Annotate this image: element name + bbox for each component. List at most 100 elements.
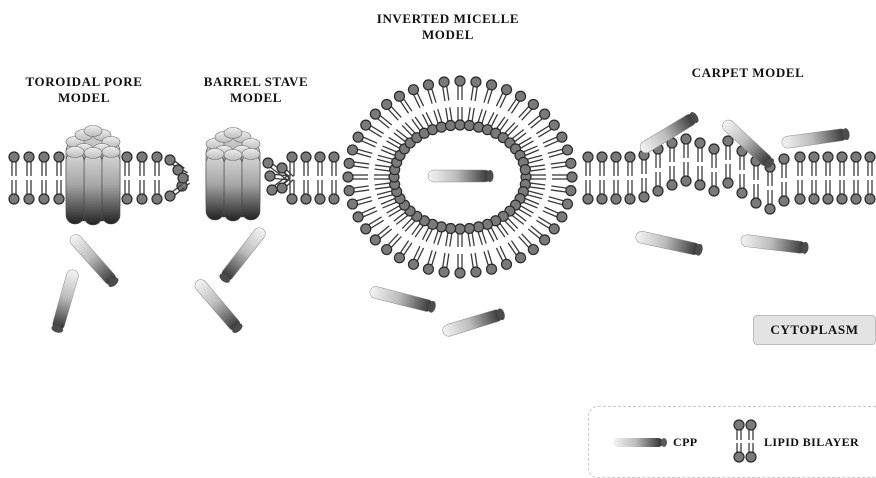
lipid [736, 174, 748, 199]
micelle-outer-lipid [518, 98, 539, 121]
cpp-carpet-surface [722, 119, 775, 169]
legend-lipid-bottom [745, 443, 757, 463]
lipid [276, 176, 294, 194]
carpet-label-text: CARPET MODEL [691, 65, 805, 80]
legend-lipid-swatch [733, 419, 757, 463]
lipid [808, 180, 820, 205]
pore-layer [65, 125, 261, 226]
toroidal-label-line2: MODEL [57, 90, 111, 105]
cpp-peptide [740, 234, 809, 254]
micelle-outer-lipid [352, 206, 378, 223]
micelle-outer-lipid [422, 250, 437, 275]
lipid [822, 151, 834, 176]
micelle-label-line1: INVERTED MICELLE [376, 11, 520, 26]
micelle-inner-lipid [445, 107, 457, 132]
micelle-inner-lipid [514, 145, 540, 161]
lipid [836, 180, 848, 205]
cpp-peptide [442, 308, 505, 337]
lipid [38, 180, 50, 205]
lipid [314, 151, 326, 176]
lipid [121, 180, 133, 205]
micelle-outer-lipid [342, 171, 368, 183]
lipid [164, 154, 185, 173]
lipid [328, 151, 340, 176]
cpp-peptide [369, 286, 436, 313]
cytoplasm-box: CYTOPLASM [753, 315, 876, 345]
micelle-inner-lipid [376, 154, 403, 168]
lipid [722, 135, 734, 160]
legend-graphics [613, 419, 757, 463]
cpp-peptide [635, 231, 703, 256]
lipid [764, 190, 776, 215]
micelle-inner-lipid [411, 116, 430, 139]
micelle-inner-lipid [519, 178, 546, 191]
lipid [151, 151, 163, 176]
micelle-outer-lipid [536, 119, 560, 138]
micelle-outer-lipid [393, 90, 413, 114]
micelle-outer-lipid [470, 76, 482, 102]
micelle-outer-lipid [483, 79, 498, 104]
micelle-outer-lipid [552, 171, 578, 183]
lipid [836, 151, 848, 176]
lipid [262, 157, 290, 181]
cpp-peptide [194, 279, 243, 333]
micelle-inner-lipid [454, 107, 466, 131]
lipid [136, 180, 148, 205]
micelle-outer-lipid [507, 90, 527, 114]
lipid [794, 180, 806, 205]
cpp-in-micelle [427, 169, 494, 183]
lipid [151, 180, 163, 205]
micelle-outer-lipid [393, 240, 413, 264]
carpet-model-label: CARPET MODEL [668, 65, 828, 81]
micelle-outer-lipid [343, 157, 370, 169]
micelle-inner-lipid [433, 109, 448, 133]
micelle-inner-lipid [472, 109, 487, 133]
micelle-outer-lipid [352, 131, 378, 148]
lipid [610, 180, 622, 205]
lipid [8, 151, 20, 176]
toroidal-pore-bundle [65, 125, 121, 226]
micelle-inner-lipid [433, 221, 448, 245]
micelle-outer-lipid [343, 185, 370, 197]
lipid [722, 164, 734, 189]
micelle-outer-lipid [454, 75, 466, 100]
cpp-peptide [219, 227, 266, 283]
micelle-outer-lipid [550, 157, 577, 169]
lipid [53, 180, 65, 205]
micelle-outer-lipid [422, 79, 437, 104]
lipid [8, 180, 20, 205]
micelle-outer-lipid [527, 108, 551, 129]
barrel-label-line1: BARREL STAVE [203, 74, 309, 89]
lipid [164, 183, 185, 202]
lipid [794, 151, 806, 176]
micelle-outer-lipid [542, 206, 568, 223]
micelle-outer-lipid [507, 240, 527, 264]
micelle-outer-lipid [369, 225, 393, 246]
micelle-outer-lipid [360, 119, 384, 138]
lipid [136, 151, 148, 176]
micelle-outer-lipid [470, 252, 482, 278]
micelle-outer-lipid [547, 144, 574, 158]
micelle-inner-lipid [454, 223, 466, 247]
lipid [596, 180, 608, 205]
micelle-inner-lipid [463, 107, 475, 132]
lipid [596, 151, 608, 176]
cpp-carpet-surface [639, 112, 699, 154]
micelle-inner-lipid [481, 218, 499, 242]
lipid [23, 180, 35, 205]
lipid [708, 172, 720, 197]
lipid [666, 166, 678, 191]
micelle-outer-lipid [381, 233, 402, 256]
legend-cpp-swatch [613, 438, 667, 447]
lipid [624, 151, 636, 176]
micelle-inner-lipid [445, 222, 457, 247]
lipid [300, 180, 312, 205]
lipid [850, 151, 862, 176]
micelle-outer-lipid [518, 233, 539, 256]
micelle-outer-lipid [369, 108, 393, 129]
lipid [864, 151, 876, 176]
lipid [23, 151, 35, 176]
lipid [610, 151, 622, 176]
micelle-outer-lipid [346, 196, 373, 210]
micelle-outer-lipid [550, 185, 577, 197]
